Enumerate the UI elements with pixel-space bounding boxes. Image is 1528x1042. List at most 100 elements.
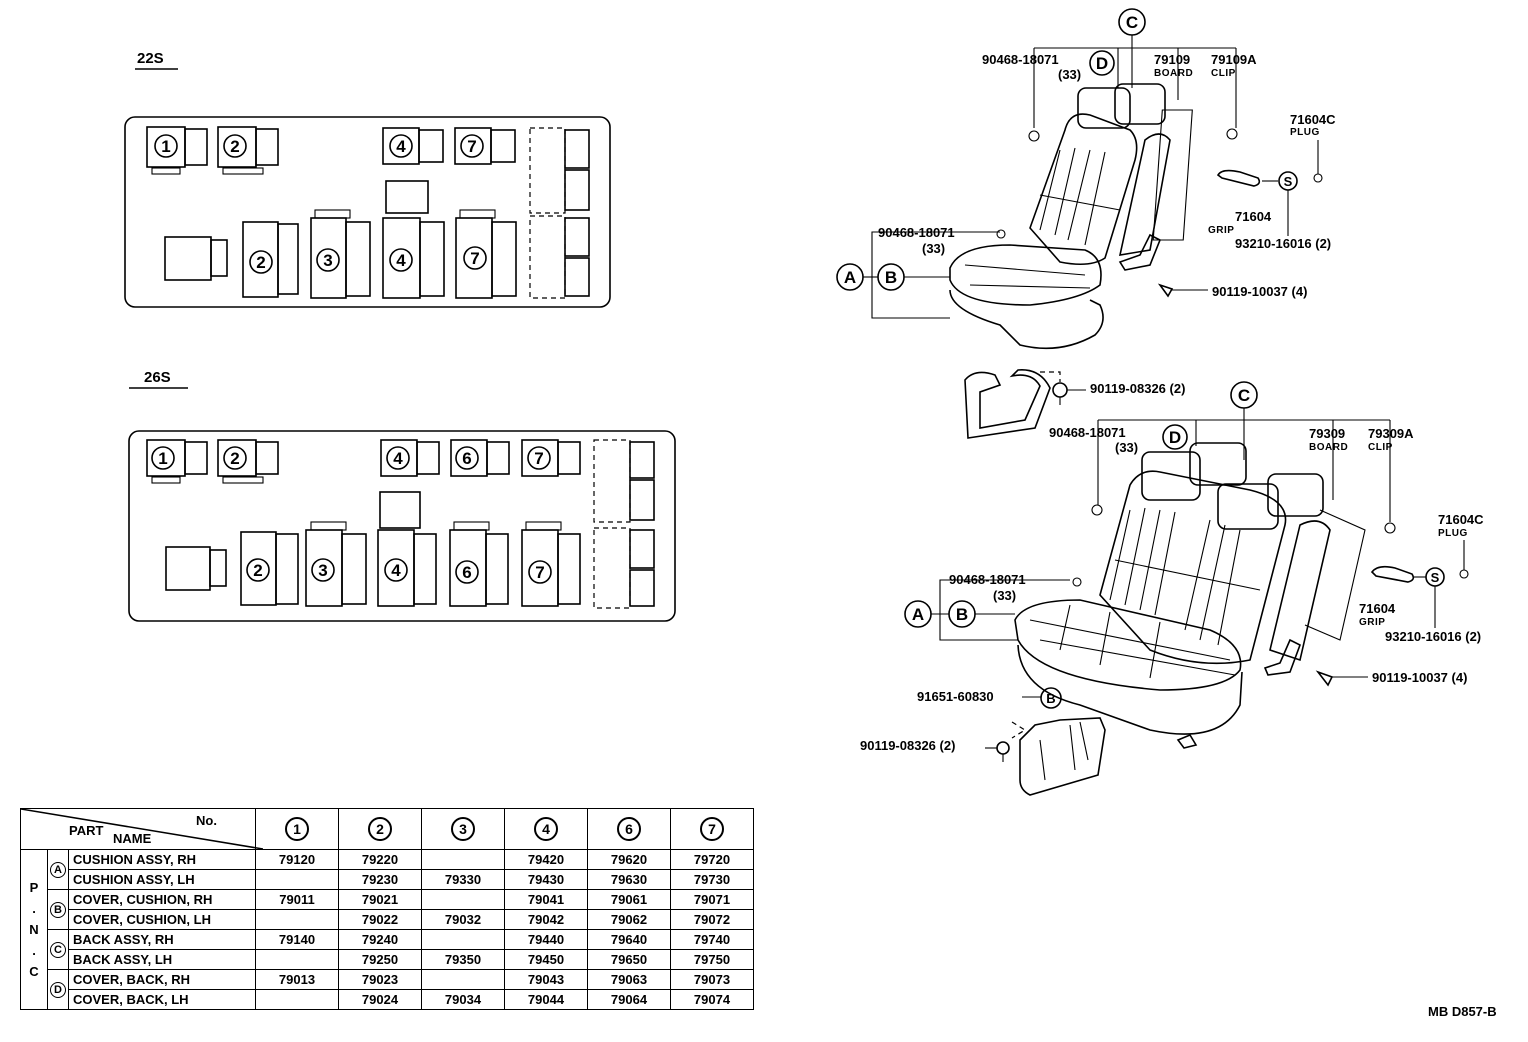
- part-number-cell: 79023: [338, 969, 422, 990]
- header-name: NAME: [113, 831, 152, 846]
- seat-back: [1099, 470, 1287, 665]
- seat-22s-4: 4: [382, 217, 445, 299]
- part-number-cell: 79720: [670, 849, 754, 870]
- seat-back: [1029, 113, 1138, 266]
- part-name: CUSHION ASSY, LH: [68, 869, 256, 890]
- rear-seat-22s: [529, 127, 590, 299]
- part-name: COVER, BACK, RH: [68, 969, 256, 990]
- seat-number: 6: [462, 449, 471, 468]
- header-part: PART: [69, 823, 104, 838]
- table-header-row: No. PART NAME 1 2 3 4 6 7: [20, 808, 754, 850]
- part-number-cell: 79011: [255, 889, 339, 910]
- column-number: 4: [534, 817, 558, 841]
- part-label: 90468-18071: [982, 52, 1059, 67]
- part-label: BOARD: [1154, 68, 1193, 79]
- part-label: PLUG: [1438, 528, 1468, 539]
- part-number-cell: 79071: [670, 889, 754, 910]
- part-label: GRIP: [1359, 617, 1385, 628]
- part-number-cell: 79640: [587, 929, 671, 950]
- part-number-cell: 79021: [338, 889, 422, 910]
- part-label: 93210-16016 (2): [1385, 629, 1481, 644]
- part-number-cell: 79140: [255, 929, 339, 950]
- part-number-cell: 79750: [670, 949, 754, 970]
- part-number-cell: 79073: [670, 969, 754, 990]
- part-number-cell: [255, 989, 339, 1010]
- part-number-cell: [421, 849, 505, 870]
- callout-c: C: [1126, 13, 1138, 32]
- col-header: 3: [421, 808, 505, 850]
- rear-seat-26s: [593, 439, 655, 609]
- group-letter: A: [50, 862, 66, 878]
- part-number-cell: [255, 869, 339, 890]
- part-label: (33): [993, 588, 1016, 603]
- seat-cushion: [949, 244, 1102, 306]
- layout-26s: 26S 1 2 4 6: [128, 369, 676, 622]
- seat-number: 1: [161, 137, 170, 156]
- seat-number: 6: [462, 563, 471, 582]
- part-label: 71604: [1359, 601, 1396, 616]
- seat-number: 3: [318, 561, 327, 580]
- part-name: COVER, CUSHION, LH: [68, 909, 256, 930]
- pnc-char: .: [32, 943, 36, 958]
- part-number-cell: 79034: [421, 989, 505, 1010]
- part-name: COVER, BACK, LH: [68, 989, 256, 1010]
- seat-number: 1: [158, 449, 167, 468]
- seat-number: 2: [256, 253, 265, 272]
- part-label: BOARD: [1309, 442, 1348, 453]
- seat-number: 2: [253, 561, 262, 580]
- group-letter: D: [50, 982, 66, 998]
- part-number-cell: 79062: [587, 909, 671, 930]
- part-label: (33): [922, 241, 945, 256]
- part-number-cell: 79620: [587, 849, 671, 870]
- group-letter-cell: D: [47, 969, 69, 1010]
- part-label: 79109A: [1211, 52, 1257, 67]
- part-number-cell: 79220: [338, 849, 422, 870]
- seat-26s-6: 6: [449, 521, 509, 607]
- seat-26s-4-top: 4: [380, 439, 440, 477]
- part-number-cell: [421, 929, 505, 950]
- part-number-cell: 79064: [587, 989, 671, 1010]
- group-letter: C: [50, 942, 66, 958]
- part-number-cell: [255, 949, 339, 970]
- part-label: 90119-10037 (4): [1212, 284, 1307, 299]
- group-letter-cell: B: [47, 889, 69, 930]
- diagonal-divider: [21, 809, 263, 849]
- col-header: 4: [504, 808, 588, 850]
- aux-seat-26s: [379, 491, 421, 529]
- callout-s: S: [1431, 570, 1440, 585]
- part-number-cell: 79630: [587, 869, 671, 890]
- part-label: 71604: [1235, 209, 1272, 224]
- part-number-cell: 79450: [504, 949, 588, 970]
- part-number-cell: 79042: [504, 909, 588, 930]
- seat-26s-7-top: 7: [521, 439, 581, 477]
- col-header: 6: [587, 808, 671, 850]
- driver-seat-26s: [165, 546, 227, 591]
- part-number-cell: 79240: [338, 929, 422, 950]
- seat-number: 7: [534, 449, 543, 468]
- seat-number: 7: [467, 137, 476, 156]
- seat-bracket: [1019, 717, 1106, 796]
- seat-26s-1: 1: [146, 439, 208, 484]
- callout-c: C: [1238, 386, 1250, 405]
- part-number-cell: 79440: [504, 929, 588, 950]
- seat-26s-2-row2: 2: [240, 531, 299, 606]
- part-number-cell: [421, 969, 505, 990]
- column-number: 7: [700, 817, 724, 841]
- part-name: BACK ASSY, LH: [68, 949, 256, 970]
- callout-b: B: [956, 605, 968, 624]
- column-number: 3: [451, 817, 475, 841]
- grip: [1370, 565, 1415, 583]
- part-number-cell: 79250: [338, 949, 422, 970]
- column-number: 6: [617, 817, 641, 841]
- part-number-cell: 79024: [338, 989, 422, 1010]
- grip: [1216, 169, 1261, 187]
- group-letter-cell: A: [47, 849, 69, 890]
- seat-cushion: [1014, 599, 1242, 691]
- seat-26s-2: 2: [217, 439, 279, 484]
